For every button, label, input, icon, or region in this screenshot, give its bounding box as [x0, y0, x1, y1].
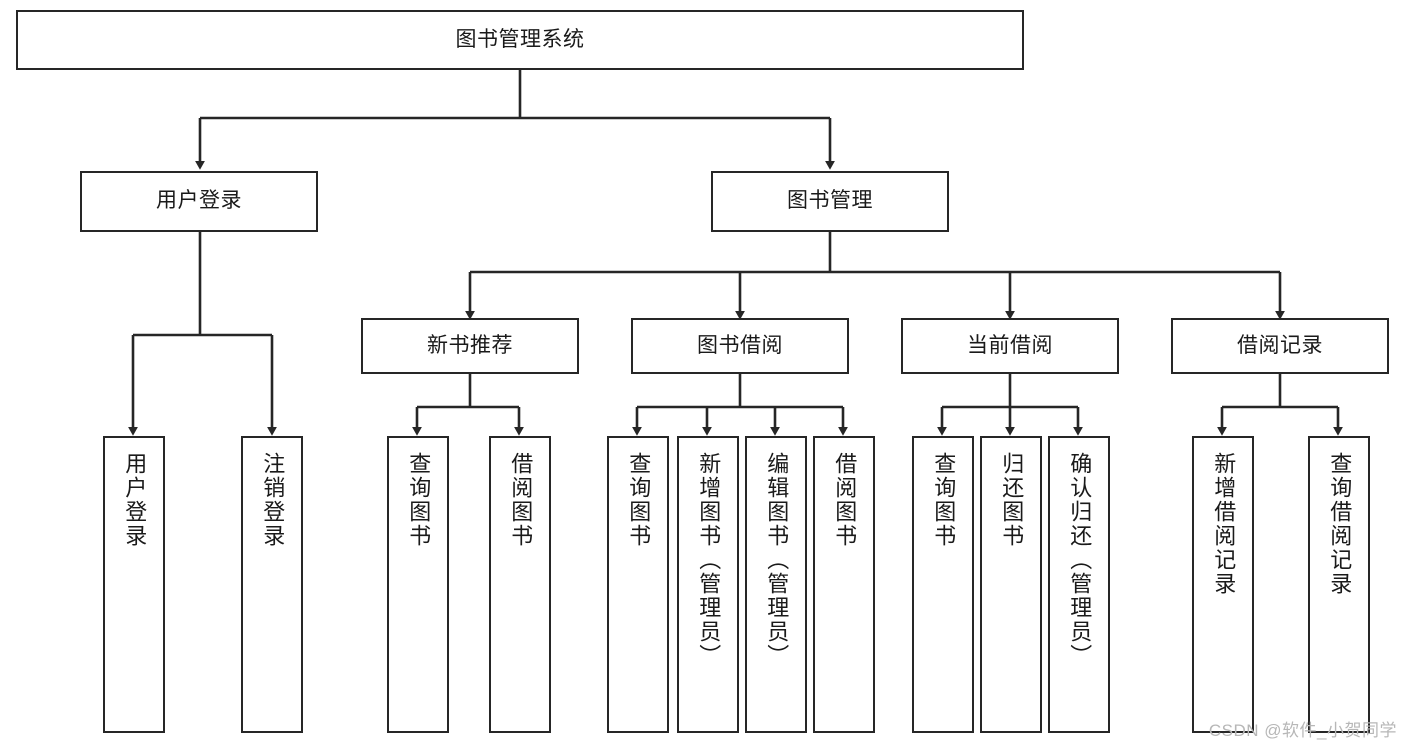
node-leaf-add-record-label: 新增借阅记录 — [1211, 452, 1237, 596]
node-leaf-return-book[interactable]: 归还图书 — [980, 436, 1042, 733]
node-leaf-user-login[interactable]: 用户登录 — [103, 436, 165, 733]
node-user-login[interactable]: 用户登录 — [80, 171, 318, 232]
node-leaf-query-book-1-label: 查询图书 — [406, 452, 432, 548]
node-leaf-query-book-3[interactable]: 查询图书 — [912, 436, 974, 733]
node-leaf-confirm-return[interactable]: 确认归还（管理员） — [1048, 436, 1110, 733]
node-leaf-query-book-3-label: 查询图书 — [931, 452, 957, 548]
node-leaf-return-book-label: 归还图书 — [999, 452, 1025, 548]
node-leaf-query-book-2-label: 查询图书 — [626, 452, 652, 548]
node-borrow-record[interactable]: 借阅记录 — [1171, 318, 1389, 374]
node-root-label: 图书管理系统 — [455, 27, 585, 51]
node-leaf-query-record[interactable]: 查询借阅记录 — [1308, 436, 1370, 733]
node-book-management[interactable]: 图书管理 — [711, 171, 949, 232]
node-leaf-add-book-label: 新增图书（管理员） — [696, 452, 722, 668]
node-current-borrow[interactable]: 当前借阅 — [901, 318, 1119, 374]
node-book-management-label: 图书管理 — [787, 189, 873, 213]
node-leaf-edit-book[interactable]: 编辑图书（管理员） — [745, 436, 807, 733]
node-borrow-record-label: 借阅记录 — [1237, 333, 1323, 357]
node-user-login-label: 用户登录 — [156, 189, 242, 213]
node-leaf-add-book[interactable]: 新增图书（管理员） — [677, 436, 739, 733]
node-leaf-confirm-return-label: 确认归还（管理员） — [1067, 452, 1093, 668]
node-leaf-borrow-book-1[interactable]: 借阅图书 — [489, 436, 551, 733]
node-new-book-recommend-label: 新书推荐 — [427, 333, 513, 357]
node-leaf-edit-book-label: 编辑图书（管理员） — [764, 452, 790, 668]
node-leaf-query-book-2[interactable]: 查询图书 — [607, 436, 669, 733]
node-leaf-borrow-book-1-label: 借阅图书 — [508, 452, 534, 548]
node-leaf-borrow-book-2-label: 借阅图书 — [832, 452, 858, 548]
node-leaf-user-login-label: 用户登录 — [122, 452, 148, 548]
node-book-borrow-label: 图书借阅 — [697, 333, 783, 357]
node-leaf-logout-login-label: 注销登录 — [260, 452, 286, 548]
node-leaf-logout-login[interactable]: 注销登录 — [241, 436, 303, 733]
node-root-book-management-system[interactable]: 图书管理系统 — [16, 10, 1024, 70]
node-leaf-query-record-label: 查询借阅记录 — [1327, 452, 1353, 596]
node-new-book-recommend[interactable]: 新书推荐 — [361, 318, 579, 374]
node-leaf-query-book-1[interactable]: 查询图书 — [387, 436, 449, 733]
node-book-borrow[interactable]: 图书借阅 — [631, 318, 849, 374]
node-leaf-add-record[interactable]: 新增借阅记录 — [1192, 436, 1254, 733]
node-current-borrow-label: 当前借阅 — [967, 333, 1053, 357]
node-leaf-borrow-book-2[interactable]: 借阅图书 — [813, 436, 875, 733]
csdn-watermark: CSDN @软件_小贺同学 — [1208, 721, 1397, 740]
